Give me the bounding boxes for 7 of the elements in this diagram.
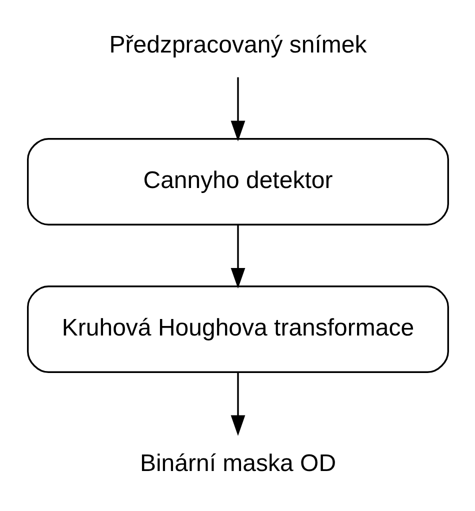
node-box: Kruhová Houghova transformace (26, 286, 448, 373)
node-box: Cannyho detektor (26, 138, 448, 226)
arrow (230, 372, 245, 436)
node-text: Předzpracovaný snímek (108, 32, 366, 59)
arrow (230, 77, 245, 142)
arrow (230, 225, 245, 289)
node-text: Binární maska OD (139, 450, 336, 478)
